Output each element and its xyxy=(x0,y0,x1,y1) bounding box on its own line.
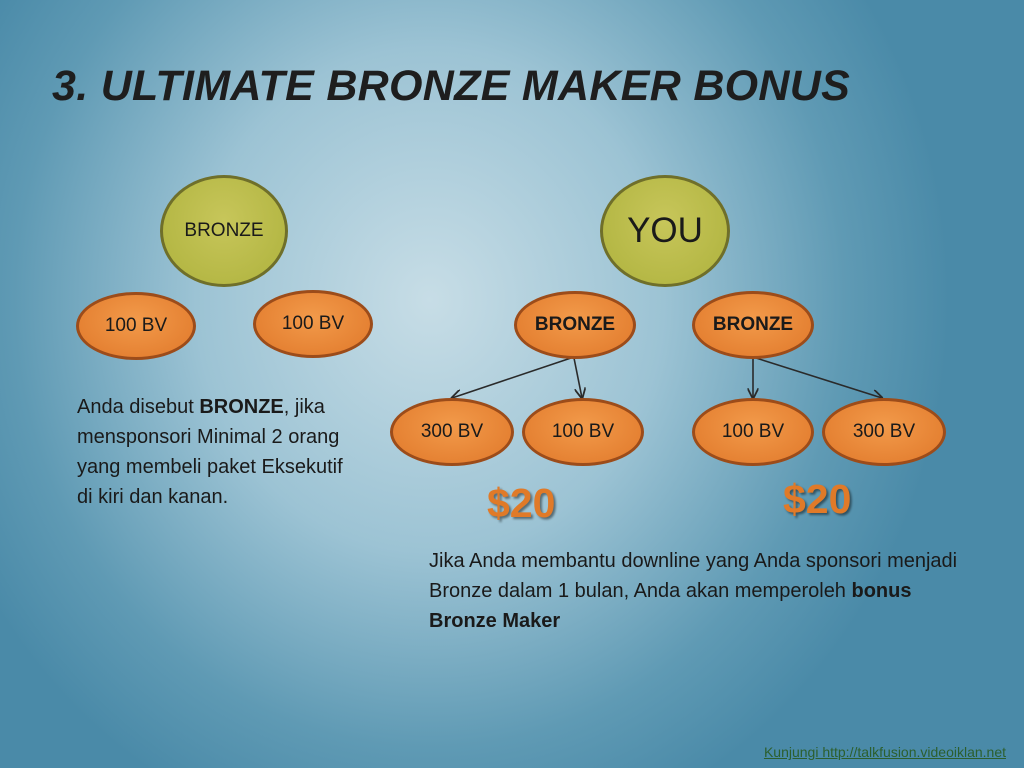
right-description-bold: bonus Bronze Maker xyxy=(429,580,912,632)
bv-node-300-right: 300 BV xyxy=(822,398,946,466)
node-label: 100 BV xyxy=(104,315,168,336)
right-description: Jika Anda membantu downline yang Anda sp… xyxy=(429,546,959,636)
bronze-node-right: BRONZE xyxy=(692,291,814,359)
node-label: YOU xyxy=(627,211,703,250)
left-description-bold: BRONZE xyxy=(199,396,284,418)
arrow-bronze1-to-300bv xyxy=(452,357,572,398)
bv-node-100-left: 100 BV xyxy=(522,398,644,466)
you-node: YOU xyxy=(600,175,730,287)
node-label: 100 BV xyxy=(551,421,615,442)
bonus-amount-right: $20 xyxy=(783,476,852,522)
bronze-node-left: BRONZE xyxy=(514,291,636,359)
left-description-text-1: Anda disebut xyxy=(77,396,200,418)
node-label: 300 BV xyxy=(852,421,916,442)
node-label: BRONZE xyxy=(712,314,794,335)
bonus-amount-left: $20 xyxy=(487,480,556,526)
right-description-text: Jika Anda membantu downline yang Anda sp… xyxy=(429,550,958,602)
node-label: BRONZE xyxy=(184,220,264,241)
node-label: 100 BV xyxy=(721,421,785,442)
left-description: Anda disebut BRONZE, jika mensponsori Mi… xyxy=(77,392,359,512)
left-description-text-2: , jika mensponsori Minimal 2 orang yang … xyxy=(77,396,343,508)
node-label: BRONZE xyxy=(534,314,616,335)
arrow-bronze1-to-100bv xyxy=(573,357,582,398)
left-root-bronze-node: BRONZE xyxy=(160,175,288,287)
node-label: 300 BV xyxy=(420,421,484,442)
left-child-node-2: 100 BV xyxy=(253,290,373,358)
node-label: 100 BV xyxy=(281,313,345,334)
left-child-node-1: 100 BV xyxy=(76,292,196,360)
bv-node-100-right: 100 BV xyxy=(692,398,814,466)
slide-title: 3. ULTIMATE BRONZE MAKER BONUS xyxy=(52,62,851,110)
bv-node-300-left: 300 BV xyxy=(390,398,514,466)
arrow-bronze2-to-300bv xyxy=(755,357,882,398)
footer-link[interactable]: Kunjungi http://talkfusion.videoiklan.ne… xyxy=(763,744,1006,760)
